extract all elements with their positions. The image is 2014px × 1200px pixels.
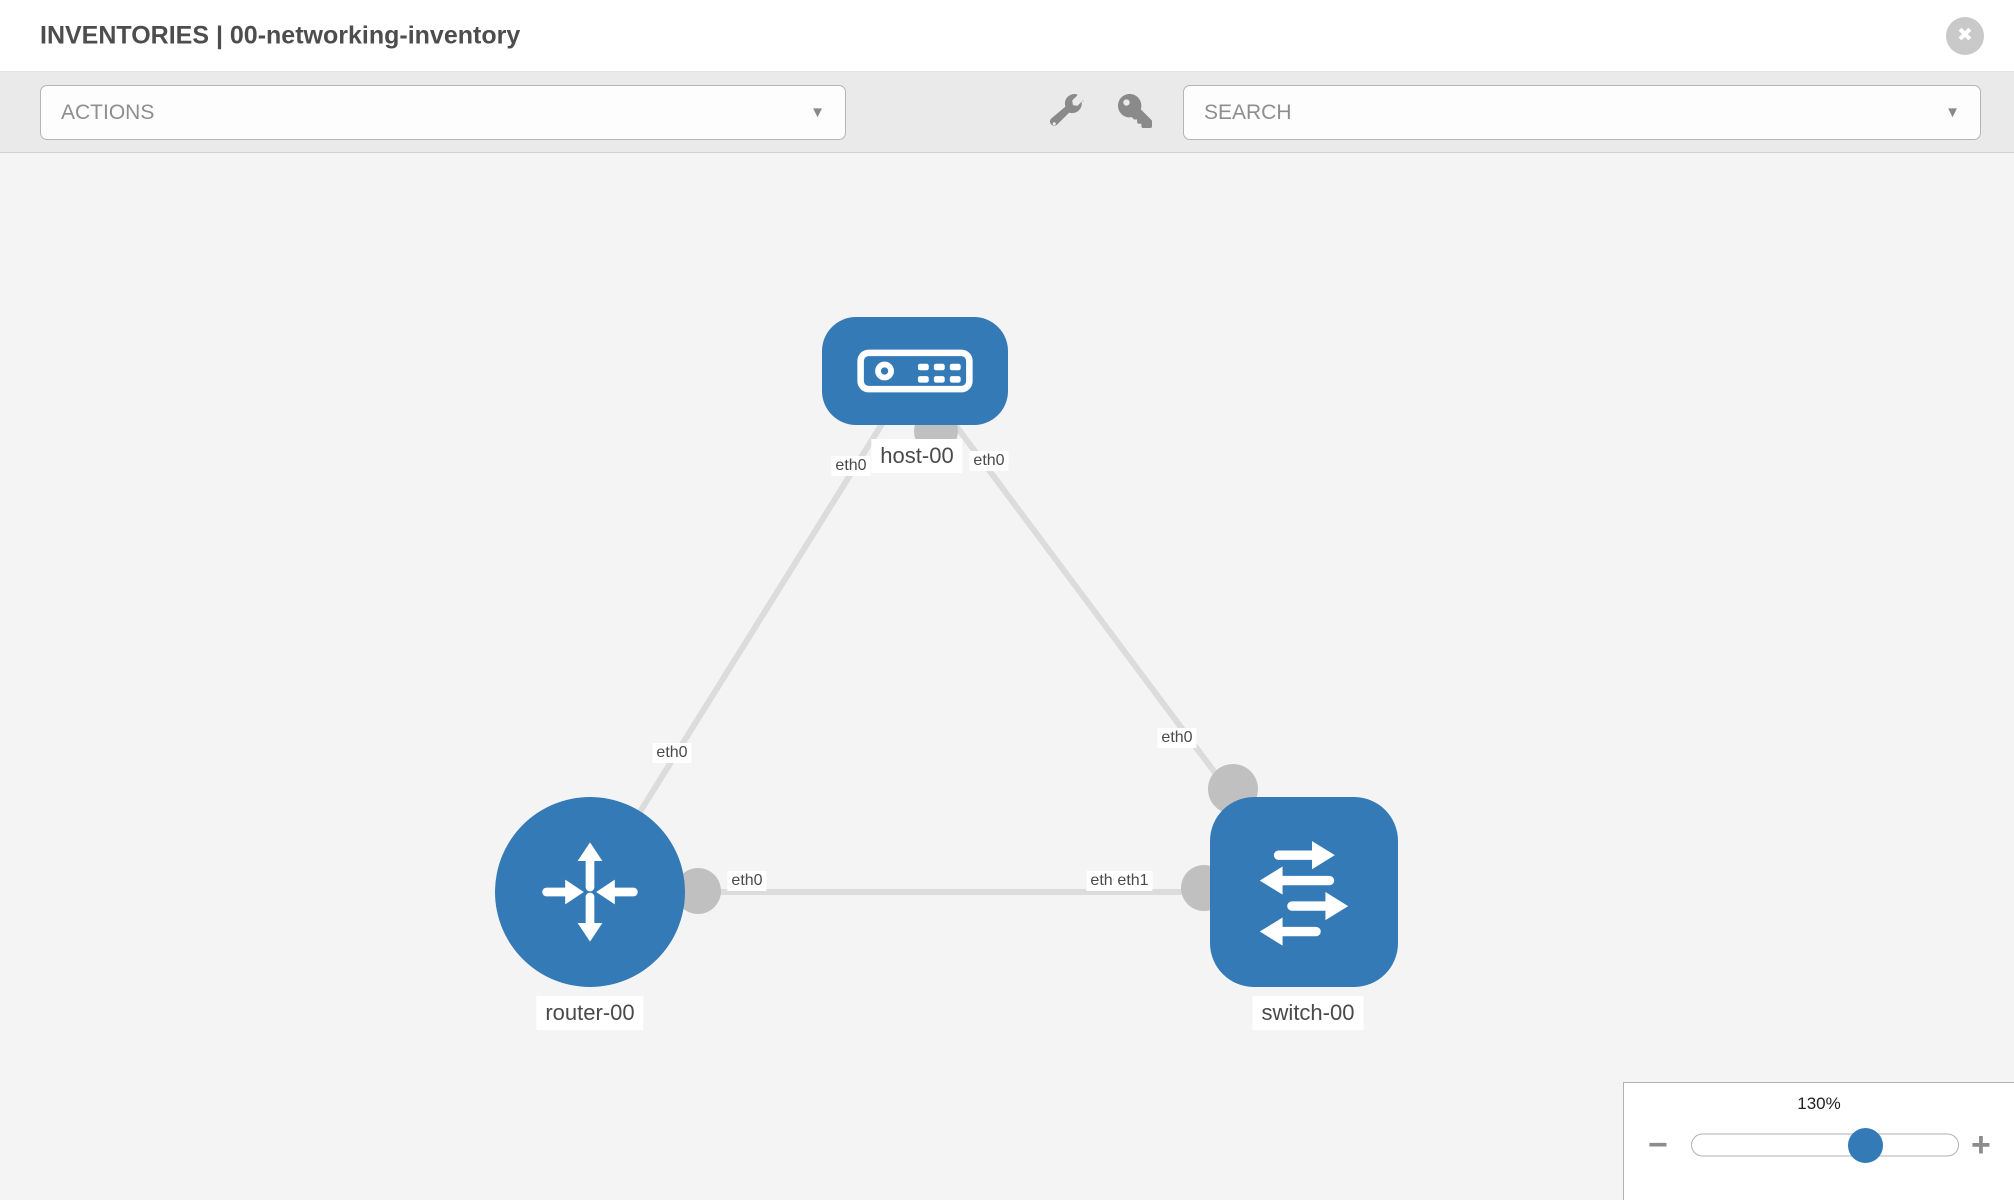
- page-title: INVENTORIES | 00-networking-inventory: [40, 21, 521, 49]
- zoom-out-button[interactable]: −: [1648, 1126, 1668, 1164]
- search-dropdown-label: SEARCH: [1204, 100, 1292, 124]
- search-dropdown[interactable]: SEARCH ▼: [1183, 85, 1981, 140]
- node-label-host-00: host-00: [871, 439, 963, 473]
- switch-node-shape[interactable]: [1210, 797, 1398, 987]
- zoom-slider-track[interactable]: [1691, 1127, 1959, 1163]
- interface-label: eth0: [652, 743, 692, 763]
- header: INVENTORIES | 00-networking-inventory ✖: [0, 0, 2014, 72]
- toolbar: ACTIONS ▼ SEARCH ▼: [0, 72, 2014, 153]
- node-label-router-00: router-00: [536, 996, 644, 1030]
- node-switch-00[interactable]: [1210, 797, 1398, 987]
- wrench-button[interactable]: [1046, 91, 1088, 133]
- zoom-slider-handle[interactable]: [1848, 1127, 1883, 1163]
- interface-label: eth0: [831, 456, 871, 476]
- wrench-icon: [1049, 93, 1084, 131]
- key-button[interactable]: [1114, 91, 1156, 133]
- interface-endpoint[interactable]: [675, 868, 721, 914]
- actions-dropdown[interactable]: ACTIONS ▼: [40, 85, 846, 140]
- zoom-level-label: 130%: [1797, 1094, 1841, 1113]
- interface-label: eth0: [969, 451, 1009, 471]
- zoom-in-button[interactable]: +: [1971, 1126, 1991, 1164]
- close-icon: ✖: [1957, 25, 1973, 46]
- actions-dropdown-label: ACTIONS: [61, 100, 155, 124]
- host-node-shape[interactable]: [822, 317, 1008, 425]
- node-router-00[interactable]: [495, 797, 685, 987]
- chevron-down-icon: ▼: [1945, 104, 1960, 121]
- topology-canvas[interactable]: [0, 153, 2014, 1200]
- router-node-shape[interactable]: [495, 797, 685, 987]
- zoom-panel: 130% − +: [1623, 1082, 2014, 1200]
- zoom-slider-row: − +: [1624, 1126, 2014, 1164]
- node-label-switch-00: switch-00: [1252, 996, 1364, 1030]
- key-icon: [1118, 93, 1152, 131]
- chevron-down-icon: ▼: [810, 104, 825, 121]
- interface-label: eth1: [1113, 871, 1153, 891]
- interface-label: eth0: [1157, 728, 1197, 748]
- node-host-00[interactable]: [822, 317, 1008, 425]
- close-button[interactable]: ✖: [1946, 17, 1984, 55]
- interface-label: eth0: [727, 871, 767, 891]
